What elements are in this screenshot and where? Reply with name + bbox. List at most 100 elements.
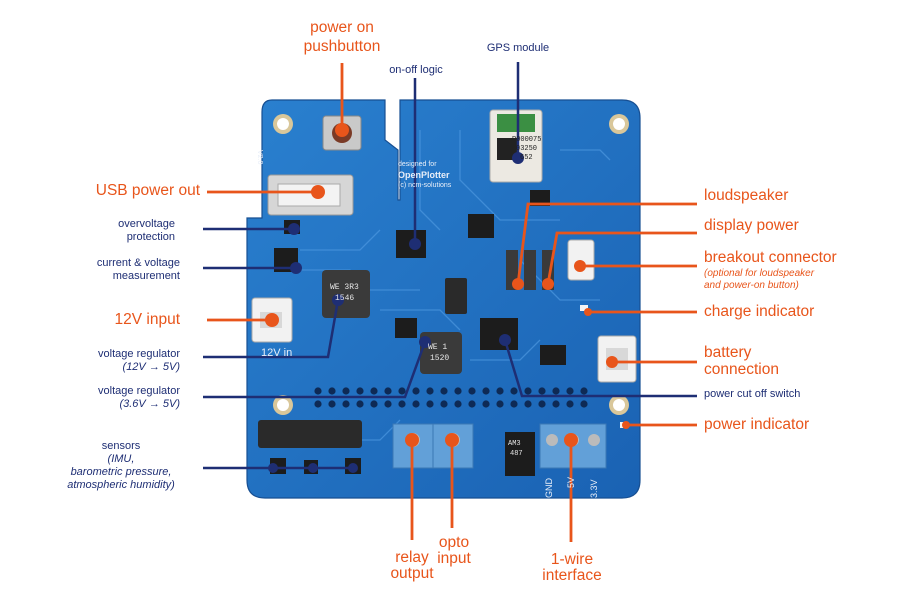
gpio-hole bbox=[440, 400, 448, 408]
gpio-hole bbox=[524, 387, 532, 395]
gpio-hole bbox=[370, 387, 378, 395]
board-version: V2.0 bbox=[256, 150, 263, 165]
board-openplotter: OpenPlotter bbox=[398, 170, 450, 180]
board-12v-in: 12V in bbox=[261, 347, 293, 359]
gpio-hole bbox=[370, 400, 378, 408]
label-sensors-line3: atmospheric humidity) bbox=[67, 479, 175, 491]
label-voltage-regulator-2: voltage regulator (3.6V → 5V) bbox=[20, 385, 180, 411]
label-current-voltage-line2: measurement bbox=[112, 270, 180, 282]
gpio-hole bbox=[482, 387, 490, 395]
label-battery-connection: battery connection bbox=[704, 344, 779, 378]
gpio-hole bbox=[328, 387, 336, 395]
board-copyright: (c) ncm-solutions bbox=[398, 182, 452, 189]
leader-lines-orange bbox=[207, 63, 697, 542]
leader-dots-navy bbox=[268, 152, 524, 473]
leader-dots-orange bbox=[265, 123, 630, 447]
gps-chip-text-3: 652 bbox=[520, 154, 533, 162]
gpio-hole bbox=[342, 400, 350, 408]
gpio-hole bbox=[580, 387, 588, 395]
gpio-hole bbox=[426, 400, 434, 408]
gpio-hole bbox=[398, 400, 406, 408]
label-usb-power-out: USB power out bbox=[95, 182, 200, 199]
label-overvoltage-protection: overvoltage protection bbox=[20, 218, 175, 244]
gpio-hole bbox=[482, 400, 490, 408]
label-overvoltage-line1: overvoltage bbox=[118, 218, 175, 230]
gpio-hole bbox=[412, 400, 420, 408]
label-current-voltage-line1: current & voltage bbox=[96, 257, 180, 269]
gpio-hole bbox=[454, 387, 462, 395]
label-display-power: display power bbox=[704, 217, 799, 234]
gpio-hole bbox=[510, 387, 518, 395]
label-vr1-sub: (12V → 5V) bbox=[122, 361, 180, 373]
gps-chip-text-1: P000075 bbox=[512, 136, 542, 144]
label-voltage-regulator-1: voltage regulator (12V → 5V) bbox=[20, 348, 180, 374]
inductor-2-text-1: WE 1 bbox=[428, 343, 448, 352]
gpio-hole bbox=[384, 400, 392, 408]
gpio-holes bbox=[314, 387, 588, 408]
board-5v: 5V bbox=[566, 476, 576, 488]
label-loudspeaker: loudspeaker bbox=[704, 187, 789, 204]
label-relay-output: relay output bbox=[372, 550, 452, 582]
label-breakout-sub-line2: and power-on button) bbox=[704, 280, 799, 291]
gpio-hole bbox=[538, 387, 546, 395]
gpio-hole bbox=[426, 387, 434, 395]
gpio-hole bbox=[328, 400, 336, 408]
label-power-on-line1: power on bbox=[310, 19, 374, 36]
label-on-off-logic: on-off logic bbox=[389, 64, 443, 76]
gpio-hole bbox=[398, 387, 406, 395]
gpio-hole bbox=[510, 400, 518, 408]
label-opto-input: opto input bbox=[414, 535, 494, 567]
ic-small-text-1: AM3 bbox=[508, 440, 521, 448]
gpio-hole bbox=[314, 387, 322, 395]
gpio-hole bbox=[454, 400, 462, 408]
label-1wire-interface: 1-wire interface bbox=[527, 552, 617, 584]
gps-chip-text-2: 03250 bbox=[516, 145, 538, 153]
gpio-hole bbox=[552, 400, 560, 408]
gpio-hole bbox=[356, 387, 364, 395]
gpio-hole bbox=[384, 387, 392, 395]
label-power-indicator: power indicator bbox=[704, 416, 810, 433]
label-opto-line1: opto bbox=[438, 534, 470, 551]
gpio-hole bbox=[342, 387, 350, 395]
gpio-hole bbox=[524, 400, 532, 408]
label-sensors: sensors (IMU, barometric pressure, atmos… bbox=[58, 440, 184, 492]
label-charge-indicator: charge indicator bbox=[704, 303, 815, 320]
label-sensors-title: sensors bbox=[101, 440, 141, 452]
label-relay-line1: relay bbox=[395, 549, 429, 566]
usb-port bbox=[267, 174, 354, 216]
gpio-hole bbox=[468, 387, 476, 395]
gpio-hole bbox=[566, 387, 574, 395]
gpio-hole bbox=[440, 387, 448, 395]
board-gnd: GND bbox=[544, 478, 554, 498]
label-power-cut-off-switch: power cut off switch bbox=[704, 388, 801, 400]
label-breakout-sub-line1: (optional for loudspeaker bbox=[704, 268, 815, 279]
label-power-on-pushbutton: power on pushbutton bbox=[290, 18, 394, 56]
gpio-hole bbox=[468, 400, 476, 408]
breakout-connector bbox=[567, 239, 595, 281]
gpio-hole bbox=[314, 400, 322, 408]
gpio-hole bbox=[496, 387, 504, 395]
label-sensors-line2: barometric pressure, bbox=[70, 466, 172, 478]
inductor-1-text-2: 1546 bbox=[335, 294, 355, 303]
gpio-hole bbox=[566, 400, 574, 408]
label-overvoltage-line2: protection bbox=[126, 231, 175, 243]
label-power-on-line2: pushbutton bbox=[303, 38, 381, 55]
label-1wire-line1: 1-wire bbox=[550, 551, 594, 568]
label-gps-module: GPS module bbox=[486, 42, 550, 54]
gpio-hole bbox=[580, 400, 588, 408]
board-designed-for: designed for bbox=[398, 161, 437, 168]
label-vr2-sub: (3.6V → 5V) bbox=[119, 398, 180, 410]
gpio-hole bbox=[496, 400, 504, 408]
label-battery-line2: connection bbox=[704, 361, 779, 378]
gpio-hole bbox=[552, 387, 560, 395]
gpio-hole bbox=[412, 387, 420, 395]
board-3v3: 3.3V bbox=[589, 479, 599, 498]
label-breakout-sub: (optional for loudspeaker and power-on b… bbox=[704, 268, 814, 292]
gpio-hole bbox=[356, 400, 364, 408]
label-1wire-line2: interface bbox=[542, 567, 602, 584]
inductor-1-text-1: WE 3R3 bbox=[330, 283, 359, 292]
label-sensors-line1: (IMU, bbox=[107, 453, 135, 465]
label-current-voltage: current & voltage measurement bbox=[20, 257, 180, 283]
label-battery-line1: battery bbox=[704, 344, 752, 361]
mounting-holes bbox=[273, 114, 629, 415]
